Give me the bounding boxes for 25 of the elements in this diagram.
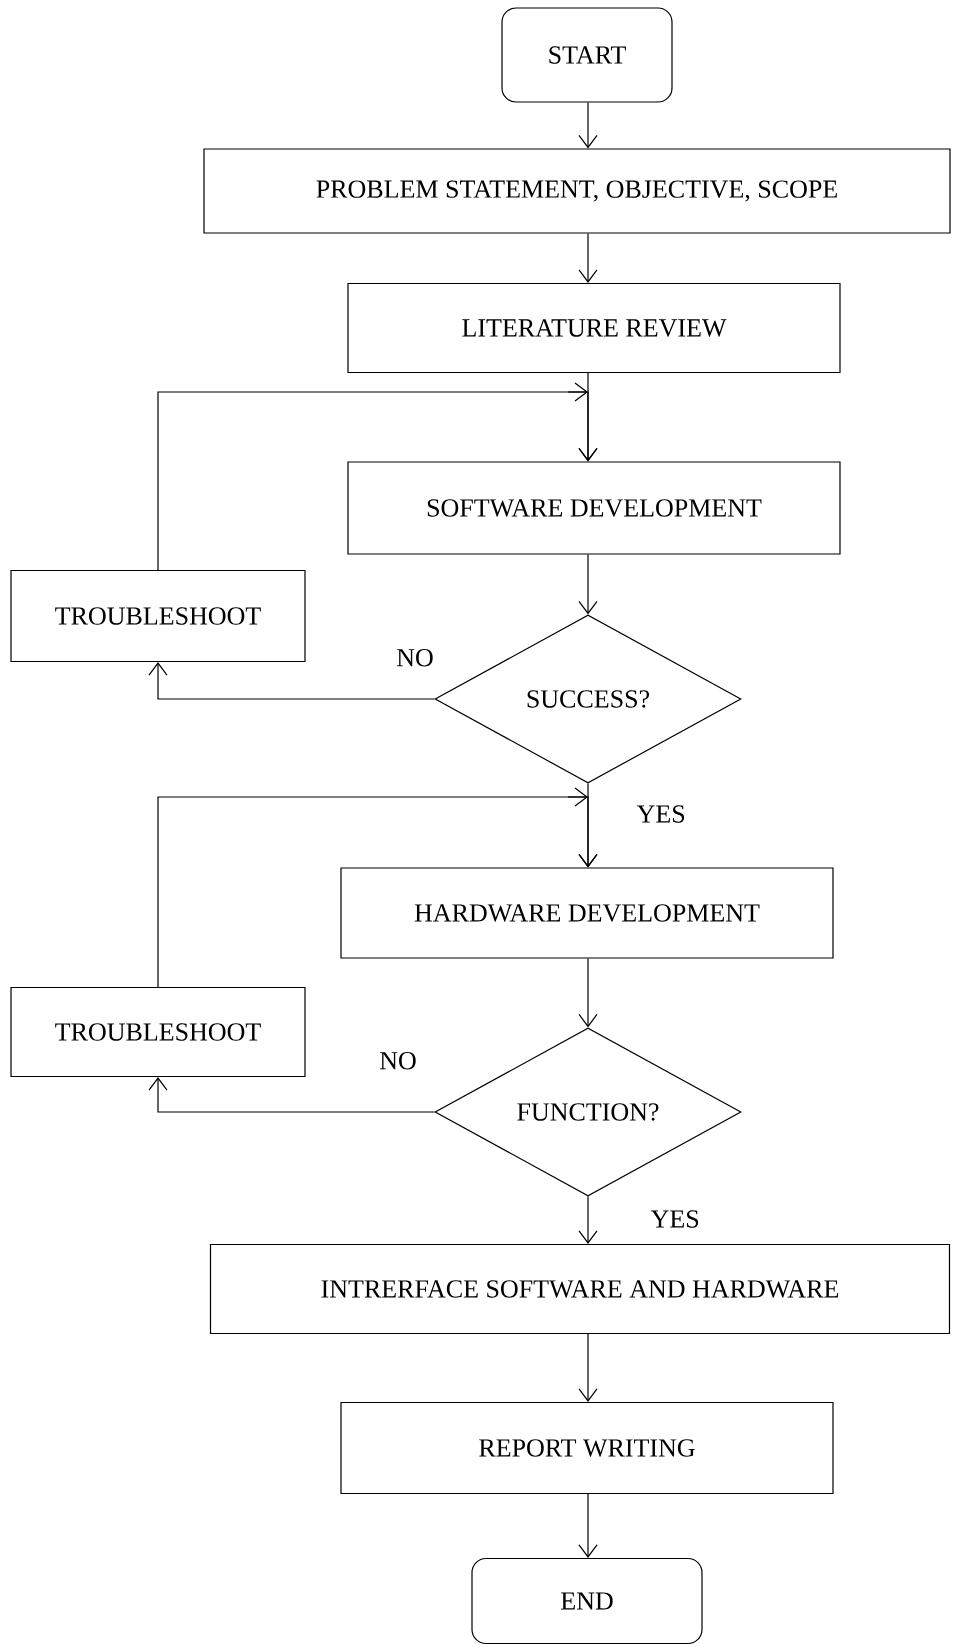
process-box: PROBLEM STATEMENT, OBJECTIVE, SCOPE — [203, 148, 951, 234]
edge-label: NO — [394, 646, 436, 669]
terminal-box: START — [501, 7, 673, 103]
arrow — [578, 233, 598, 283]
process-box: TROUBLESHOOT — [10, 986, 306, 1078]
arrow — [578, 1333, 598, 1402]
arrow — [148, 662, 435, 700]
edge-label: NO — [377, 1049, 419, 1072]
arrow — [578, 102, 598, 149]
edge-label: YES — [648, 1208, 702, 1230]
arrow — [578, 958, 598, 1028]
process-box: HARDWARE DEVELOPMENT — [340, 867, 834, 959]
arrow — [157, 382, 598, 571]
arrow — [578, 554, 598, 615]
arrow — [148, 1077, 435, 1113]
arrow — [578, 1493, 598, 1558]
process-box: REPORT WRITING — [340, 1401, 834, 1495]
terminal-box: END — [471, 1557, 703, 1645]
process-box: INTRERFACE SOFTWARE AND HARDWARE — [209, 1243, 951, 1335]
arrow — [578, 1196, 598, 1244]
process-box: SOFTWARE DEVELOPMENT — [347, 461, 841, 555]
arrow — [157, 787, 598, 988]
process-box: TROUBLESHOOT — [10, 569, 306, 663]
edge-label: YES — [634, 803, 688, 825]
process-box: LITERATURE REVIEW — [347, 282, 841, 374]
